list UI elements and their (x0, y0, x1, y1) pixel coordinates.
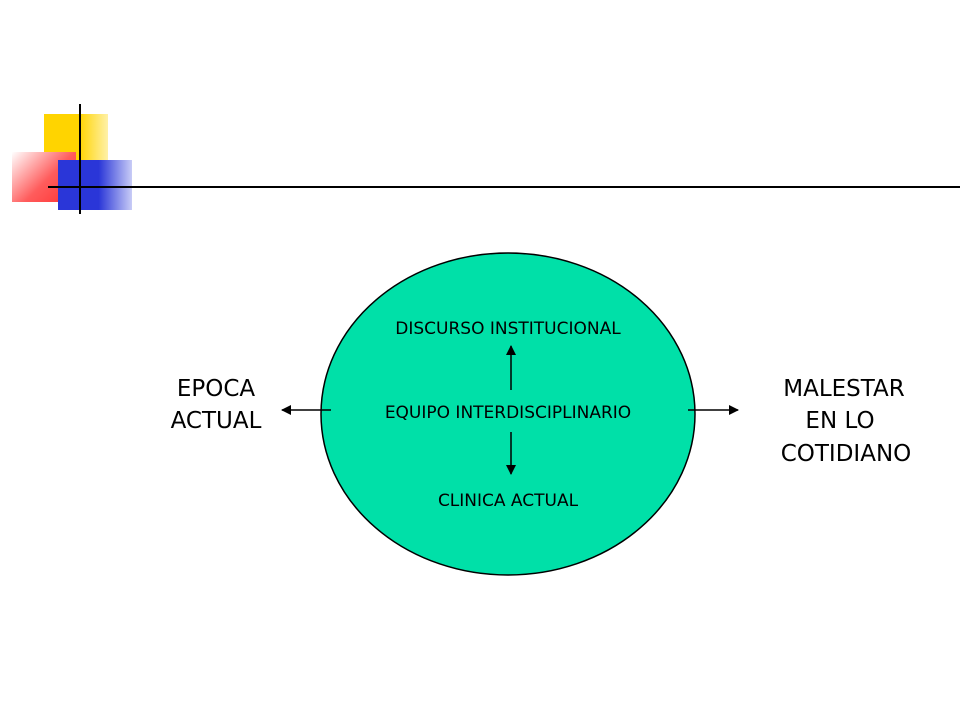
central-ellipse (320, 252, 696, 576)
label-actual: ACTUAL (171, 408, 262, 434)
title-underline (48, 186, 960, 188)
decor-vertical-line (79, 104, 81, 214)
label-en-lo: EN LO (805, 408, 874, 434)
label-malestar: MALESTAR (783, 376, 905, 402)
label-equipo-interdisciplinario: EQUIPO INTERDISCIPLINARIO (385, 403, 631, 423)
label-clinica-actual: CLINICA ACTUAL (438, 491, 579, 511)
label-cotidiano: COTIDIANO (781, 441, 912, 467)
decor-blue-square (58, 160, 132, 210)
label-discurso-institucional: DISCURSO INSTITUCIONAL (395, 319, 621, 339)
label-epoca: EPOCA (177, 376, 256, 402)
